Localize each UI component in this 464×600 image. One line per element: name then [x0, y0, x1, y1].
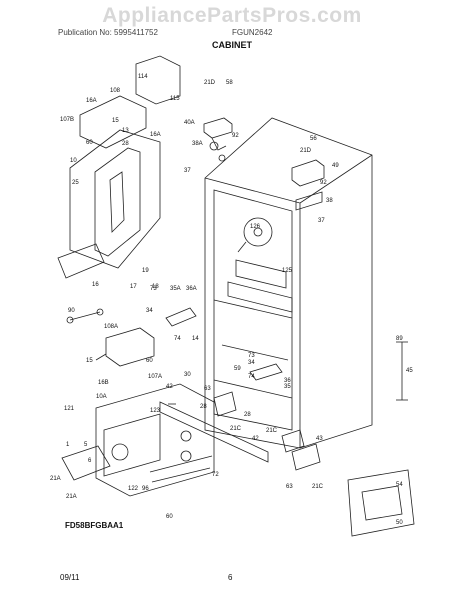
callout-label: 107A	[148, 374, 162, 380]
callout-label: 35	[284, 384, 291, 390]
callout-label: 28	[200, 404, 207, 410]
callout-label: 58	[226, 80, 233, 86]
callout-label: 74	[248, 374, 255, 380]
callout-label: 122	[128, 486, 139, 492]
callout-label: 16	[92, 282, 99, 288]
callout-label: 35A	[170, 286, 181, 292]
callout-label: 56	[310, 136, 317, 142]
callout-label: 18	[152, 284, 159, 290]
callout-label: 114	[138, 74, 148, 80]
callout-label: 74	[174, 336, 181, 342]
callout-label: 13	[122, 128, 129, 134]
callout-label: 16A	[150, 132, 161, 138]
callout-label: 73	[248, 353, 255, 359]
callout-label: 10	[70, 158, 77, 164]
callout-label: 60	[166, 514, 173, 520]
callout-label: 59	[234, 366, 241, 372]
page-title: CABINET	[212, 40, 252, 50]
footer-page: 6	[228, 573, 233, 582]
callout-label: 73	[150, 286, 157, 292]
callout-label: 90	[68, 308, 75, 314]
callout-label: 123	[150, 408, 161, 414]
callout-label: 21D	[204, 80, 216, 86]
callout-label: 108A	[104, 324, 118, 330]
callout-label: 126	[250, 224, 261, 230]
callout-label: 10A	[96, 394, 107, 400]
callout-label: 38A	[192, 141, 203, 147]
callout-label: 72	[212, 472, 219, 478]
callout-label: 37	[318, 218, 325, 224]
callout-label: 21C	[266, 428, 278, 434]
callout-label: 21C	[312, 484, 324, 490]
publication-number: Publication No: 5995411752	[58, 28, 158, 37]
callout-label: 30	[184, 372, 191, 378]
callout-label: 60	[86, 140, 93, 146]
model-header: FGUN2642	[232, 28, 273, 37]
model-code: FD58BFGBAA1	[65, 521, 124, 530]
callout-label: 21A	[66, 494, 77, 500]
callout-label: 115	[170, 96, 180, 102]
callout-label: 60	[146, 358, 153, 364]
callout-label: 25	[72, 180, 79, 186]
callout-label: 1	[66, 442, 70, 448]
callout-label: 15	[112, 118, 119, 124]
callout-label: 54	[396, 482, 403, 488]
callout-label: 28	[244, 412, 251, 418]
callout-label: 49	[332, 163, 339, 169]
callout-label: 17	[130, 284, 137, 290]
callout-label: 92	[320, 180, 327, 186]
callout-label: 92	[232, 133, 239, 139]
callout-label: 34	[146, 308, 153, 314]
callout-label: 28	[122, 141, 129, 147]
callout-label: 34	[248, 360, 255, 366]
callout-label: 5	[84, 442, 88, 448]
footer-date: 09/11	[60, 573, 80, 582]
watermark: AppliancePartsPros.com	[102, 4, 362, 27]
callout-label: 21C	[230, 426, 242, 432]
callout-label: 125	[282, 268, 293, 274]
callout-label: 96	[142, 486, 149, 492]
callout-label: 16B	[98, 380, 109, 386]
callout-label: 19	[142, 268, 149, 274]
callout-label: 36A	[186, 286, 197, 292]
callout-label: 6	[88, 458, 92, 464]
callout-label: 15	[86, 358, 93, 364]
callout-label: 21D	[300, 148, 312, 154]
callout-label: 43	[316, 436, 323, 442]
callout-label: 63	[204, 386, 211, 392]
callout-label: 107B	[60, 117, 74, 123]
callout-label: 108	[110, 88, 121, 94]
callout-label: 36	[284, 378, 291, 384]
callout-label: 89	[396, 336, 403, 342]
callout-label: 38	[326, 198, 333, 204]
callout-label: 45	[406, 368, 413, 374]
callout-label: 50	[396, 520, 403, 526]
callout-label: 63	[286, 484, 293, 490]
callout-label: 42	[166, 384, 173, 390]
callout-label: 37	[184, 168, 191, 174]
callout-label: 21A	[50, 476, 61, 482]
callout-label: 14	[192, 336, 199, 342]
callout-label: 42	[252, 436, 259, 442]
callout-label: 40A	[184, 120, 195, 126]
callout-label: 121	[64, 406, 75, 412]
callout-label: 16A	[86, 98, 97, 104]
